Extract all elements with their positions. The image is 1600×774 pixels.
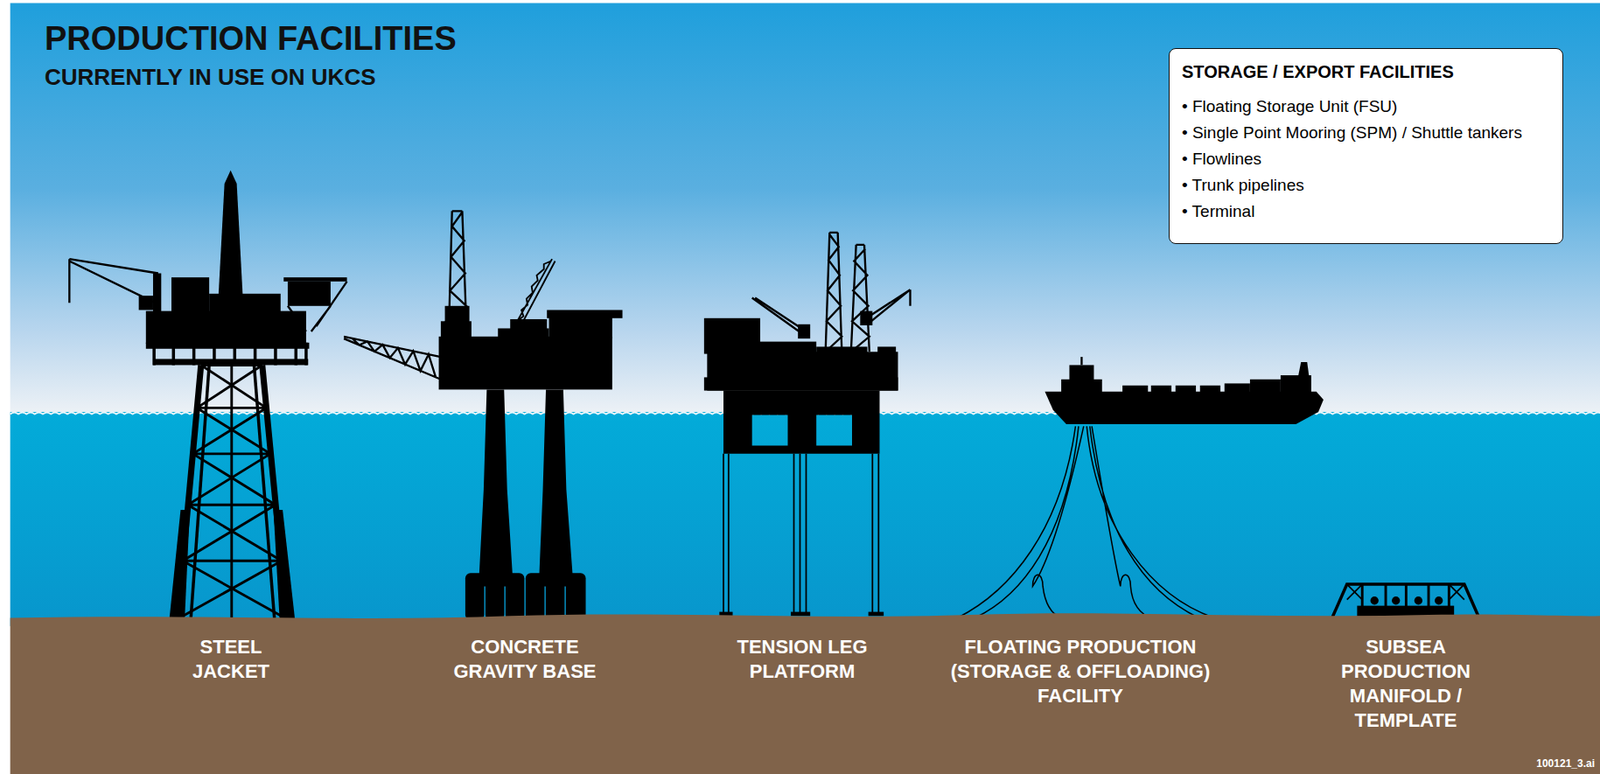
steel-jacket-platform-part (69, 258, 158, 303)
floating-production-vessel-part (1298, 362, 1310, 378)
steel-jacket-platform-part (283, 277, 347, 282)
tension-leg-platform-part (868, 612, 884, 617)
file-reference: 100121_3.ai (1536, 757, 1595, 770)
concrete-gravity-base-platform-part (549, 315, 613, 339)
tension-leg-platform-part (723, 391, 880, 455)
tension-leg-platform-part (790, 612, 811, 617)
facility-label: FLOATING PRODUCTION (STORAGE & OFFLOADIN… (940, 635, 1221, 709)
floating-production-vessel-part (1250, 379, 1281, 393)
facility-label: TENSION LEG PLATFORM (723, 635, 881, 685)
floating-production-vessel-part (1044, 391, 1323, 425)
floating-production-vessel-part (1280, 375, 1312, 393)
steel-jacket-platform-part (287, 281, 348, 332)
box-heading: STORAGE / EXPORT FACILITIES (1181, 61, 1454, 83)
facility-label: CONCRETE GRAVITY BASE (441, 635, 608, 685)
diagram-title: PRODUCTION FACILITIES (44, 19, 457, 58)
steel-jacket-platform-part (153, 272, 161, 315)
steel-jacket-platform-part (171, 277, 210, 315)
concrete-gravity-base-platform-part (513, 258, 556, 329)
concrete-gravity-base-platform-part (439, 336, 613, 391)
floating-production-vessel (957, 356, 1324, 620)
tension-leg-platform-part (859, 311, 873, 326)
concrete-gravity-base-platform-part (538, 389, 574, 587)
subsea-template-part (1434, 596, 1443, 605)
concrete-gravity-base-platform-part (448, 210, 467, 324)
tension-leg-platform-part (877, 346, 896, 362)
subsea-template-part (1414, 596, 1423, 605)
tension-leg-platform-part (851, 244, 870, 352)
steel-jacket-platform-part (177, 364, 287, 619)
floating-production-vessel-part (1080, 356, 1083, 365)
steel-jacket-platform-part (230, 364, 233, 619)
concrete-gravity-base-platform-part (343, 336, 441, 380)
list-item: • Flowlines (1181, 146, 1262, 173)
tension-leg-platform-part (825, 232, 843, 352)
steel-jacket-platform-part (146, 311, 307, 344)
tension-leg-platform-part (704, 377, 899, 391)
floating-production-vessel-part (1151, 385, 1172, 393)
seabed (10, 613, 1600, 774)
tension-leg-platform-part (704, 318, 761, 355)
floating-production-vessel-part (1175, 385, 1196, 393)
steel-jacket-platform-part (218, 170, 244, 299)
list-item: • Trunk pipelines (1181, 172, 1305, 199)
floating-production-vessel-part (1122, 385, 1148, 393)
floating-production-vessel-part (1061, 379, 1103, 393)
tension-leg-platform-part (760, 342, 817, 355)
subsea-template-part (1370, 596, 1379, 605)
tension-leg-platform-part (752, 289, 911, 337)
list-item: • Terminal (1181, 198, 1255, 225)
steel-jacket-platform-part (153, 358, 308, 365)
info-box: STORAGE / EXPORT FACILITIES • Floating St… (1168, 48, 1564, 245)
list-item: • Floating Storage Unit (FSU) (1181, 93, 1398, 120)
concrete-gravity-base-platform-part (478, 389, 514, 587)
tension-leg-platform-part (723, 454, 879, 615)
steel-jacket-platform-part (287, 281, 331, 307)
tension-leg-platform-part (797, 324, 811, 339)
floating-production-vessel-part (1200, 385, 1221, 393)
subsea-template-part (1391, 596, 1400, 605)
subtitle: CURRENTLY IN USE ON UKCS (44, 62, 377, 91)
floating-production-vessel-part (957, 426, 1215, 619)
concrete-gravity-base-platform (343, 210, 622, 621)
facility-label: STEEL JACKET (178, 635, 284, 685)
subsea-template-part (1347, 584, 1465, 600)
steel-jacket-platform-part (153, 342, 307, 366)
steel-jacket-platform (69, 170, 347, 620)
tension-leg-platform (704, 232, 911, 616)
list-item: • Single Point Mooring (SPM) / Shuttle t… (1181, 119, 1523, 147)
facility-label: SUBSEA PRODUCTION MANIFOLD / TEMPLATE (1331, 635, 1481, 734)
floating-production-vessel-part (1224, 383, 1251, 392)
sky (10, 2, 1600, 415)
